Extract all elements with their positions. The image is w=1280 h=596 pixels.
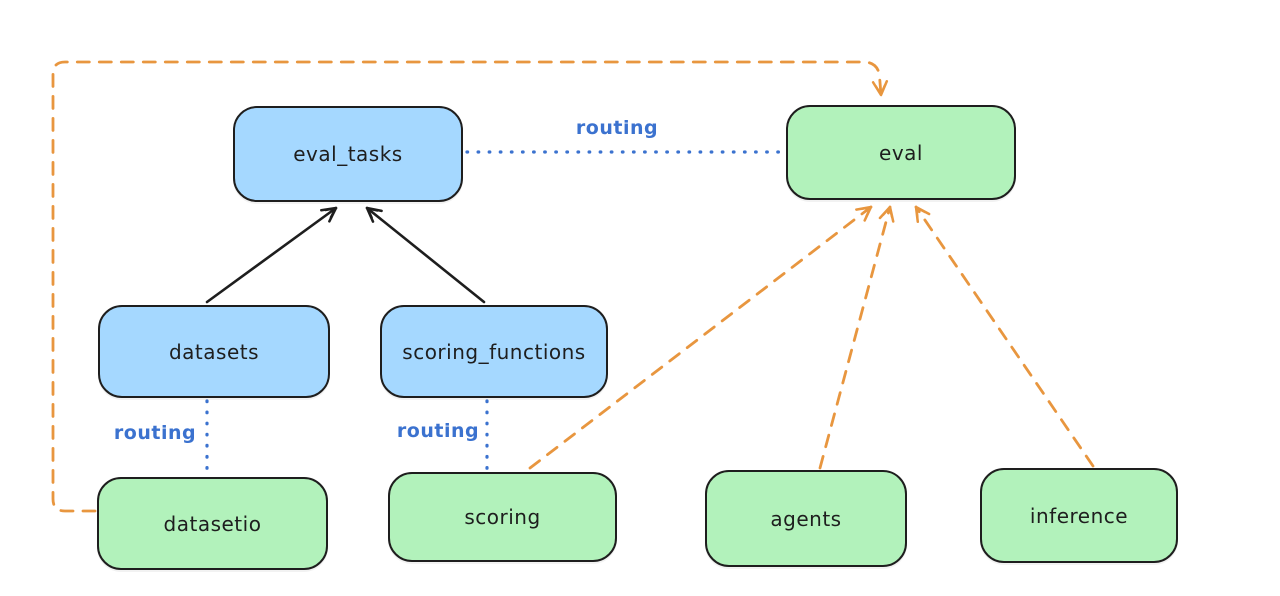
node-datasets[interactable]: datasets [98,305,330,398]
node-eval-tasks[interactable]: eval_tasks [233,106,463,202]
edge-datasets-to-eval-tasks [205,206,338,304]
edge-agents-to-eval [818,205,895,470]
node-agents[interactable]: agents [705,470,907,567]
edge-scoring-functions-to-eval-tasks [365,206,486,304]
edge-label-routing-left: routing [113,422,197,444]
node-scoring-functions-label: scoring_functions [402,339,586,364]
edge-scoring-to-eval [528,205,873,470]
node-eval-tasks-label: eval_tasks [293,142,403,166]
node-datasets-label: datasets [168,339,260,364]
node-datasetio[interactable]: datasetio [97,477,328,570]
node-scoring-label: scoring [464,505,541,529]
edge-label-routing-mid: routing [396,420,480,442]
node-eval-label: eval [879,140,923,165]
node-scoring-functions[interactable]: scoring_functions [380,305,608,398]
node-inference-label: inference [1029,503,1129,528]
edge-inference-to-eval [914,205,1095,468]
node-datasetio-label: datasetio [163,511,262,536]
edge-label-routing-top: routing [575,117,659,139]
node-inference[interactable]: inference [980,468,1178,563]
node-eval[interactable]: eval [786,105,1016,200]
node-agents-label: agents [770,506,842,531]
node-scoring[interactable]: scoring [388,472,617,562]
edge-datasetio-to-eval [51,60,889,513]
